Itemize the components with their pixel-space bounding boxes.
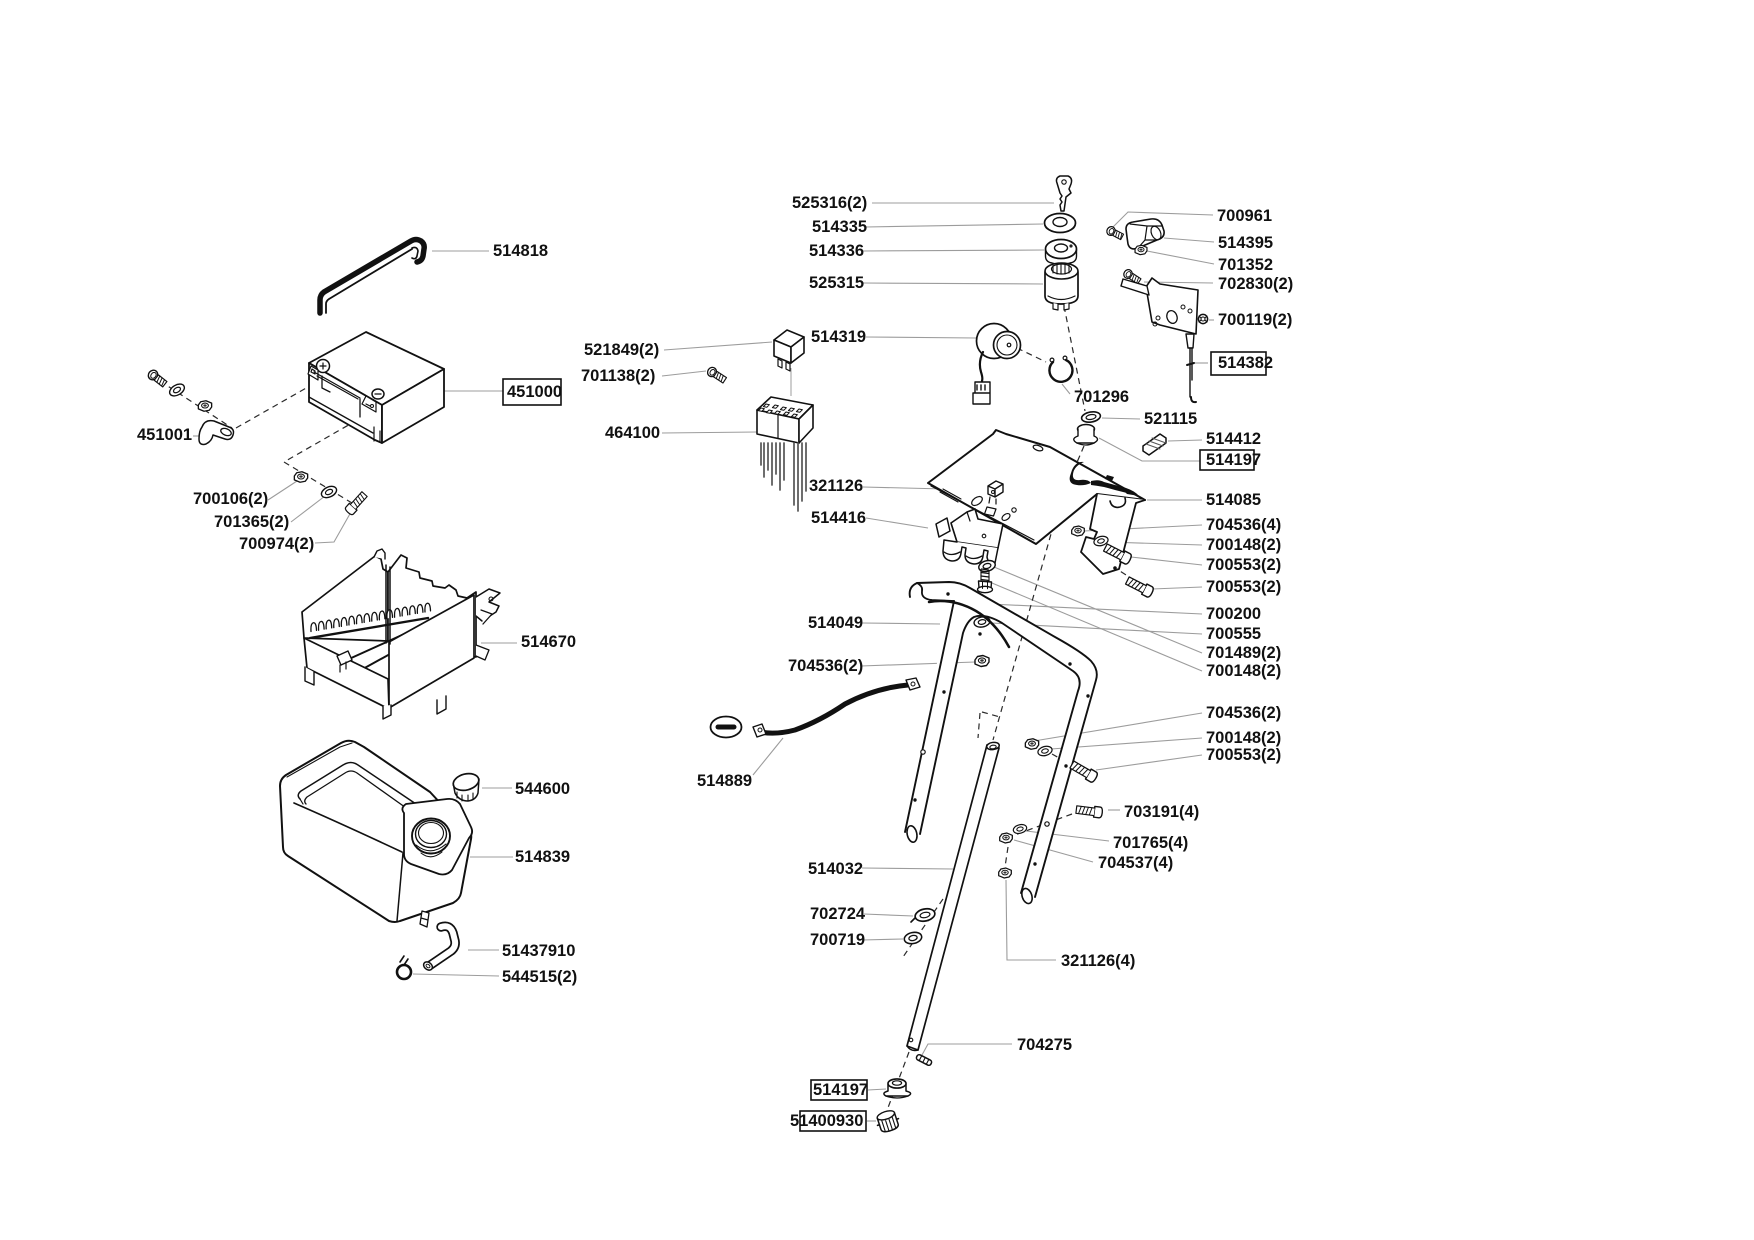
svg-text:702724: 702724 — [810, 905, 866, 923]
svg-text:544515(2): 544515(2) — [502, 968, 577, 986]
svg-text:514085: 514085 — [1206, 491, 1261, 509]
svg-text:701352: 701352 — [1218, 256, 1273, 274]
svg-text:514197: 514197 — [1206, 451, 1261, 469]
svg-text:700148(2): 700148(2) — [1206, 662, 1281, 680]
svg-text:525315: 525315 — [809, 274, 864, 292]
svg-text:464100: 464100 — [605, 424, 660, 442]
svg-text:700200: 700200 — [1206, 605, 1261, 623]
svg-text:321126: 321126 — [809, 477, 863, 495]
svg-text:514395: 514395 — [1218, 234, 1273, 252]
svg-text:703191(4): 703191(4) — [1124, 803, 1199, 821]
svg-text:700106(2): 700106(2) — [193, 490, 268, 508]
svg-text:514412: 514412 — [1206, 430, 1261, 448]
svg-text:544600: 544600 — [515, 780, 570, 798]
svg-text:514670: 514670 — [521, 633, 576, 651]
svg-text:521849(2): 521849(2) — [584, 341, 659, 359]
svg-text:514049: 514049 — [808, 614, 863, 632]
svg-text:704537(4): 704537(4) — [1098, 854, 1173, 872]
svg-text:700719: 700719 — [810, 931, 865, 949]
svg-text:514889: 514889 — [697, 772, 752, 790]
svg-text:700553(2): 700553(2) — [1206, 746, 1281, 764]
svg-text:702830(2): 702830(2) — [1218, 275, 1293, 293]
svg-text:514818: 514818 — [493, 242, 548, 260]
svg-text:701765(4): 701765(4) — [1113, 834, 1188, 852]
svg-text:700961: 700961 — [1217, 207, 1272, 225]
svg-text:514319: 514319 — [811, 328, 866, 346]
svg-text:525316(2): 525316(2) — [792, 194, 867, 212]
svg-text:704536(4): 704536(4) — [1206, 516, 1281, 534]
svg-text:514335: 514335 — [812, 218, 867, 236]
svg-text:700148(2): 700148(2) — [1206, 729, 1281, 747]
svg-text:514839: 514839 — [515, 848, 570, 866]
svg-text:701489(2): 701489(2) — [1206, 644, 1281, 662]
svg-text:700553(2): 700553(2) — [1206, 556, 1281, 574]
svg-text:701296: 701296 — [1074, 388, 1129, 406]
svg-text:700974(2): 700974(2) — [239, 535, 314, 553]
svg-text:451000: 451000 — [507, 383, 562, 401]
svg-text:514416: 514416 — [811, 509, 866, 527]
svg-text:514197: 514197 — [813, 1081, 868, 1099]
svg-text:514336: 514336 — [809, 242, 864, 260]
svg-text:51400930: 51400930 — [790, 1112, 863, 1130]
svg-text:704536(2): 704536(2) — [1206, 704, 1281, 722]
svg-text:701138(2): 701138(2) — [581, 367, 655, 385]
svg-text:514382: 514382 — [1218, 354, 1273, 372]
svg-text:514032: 514032 — [808, 860, 863, 878]
svg-text:521115: 521115 — [1144, 410, 1197, 428]
svg-text:700119(2): 700119(2) — [1218, 311, 1292, 329]
svg-text:700148(2): 700148(2) — [1206, 536, 1281, 554]
svg-text:700553(2): 700553(2) — [1206, 578, 1281, 596]
svg-text:704536(2): 704536(2) — [788, 657, 863, 675]
svg-text:701365(2): 701365(2) — [214, 513, 289, 531]
svg-text:700555: 700555 — [1206, 625, 1261, 643]
svg-text:451001: 451001 — [137, 426, 192, 444]
svg-text:704275: 704275 — [1017, 1036, 1072, 1054]
svg-text:51437910: 51437910 — [502, 942, 575, 960]
svg-text:321126(4): 321126(4) — [1061, 952, 1135, 970]
